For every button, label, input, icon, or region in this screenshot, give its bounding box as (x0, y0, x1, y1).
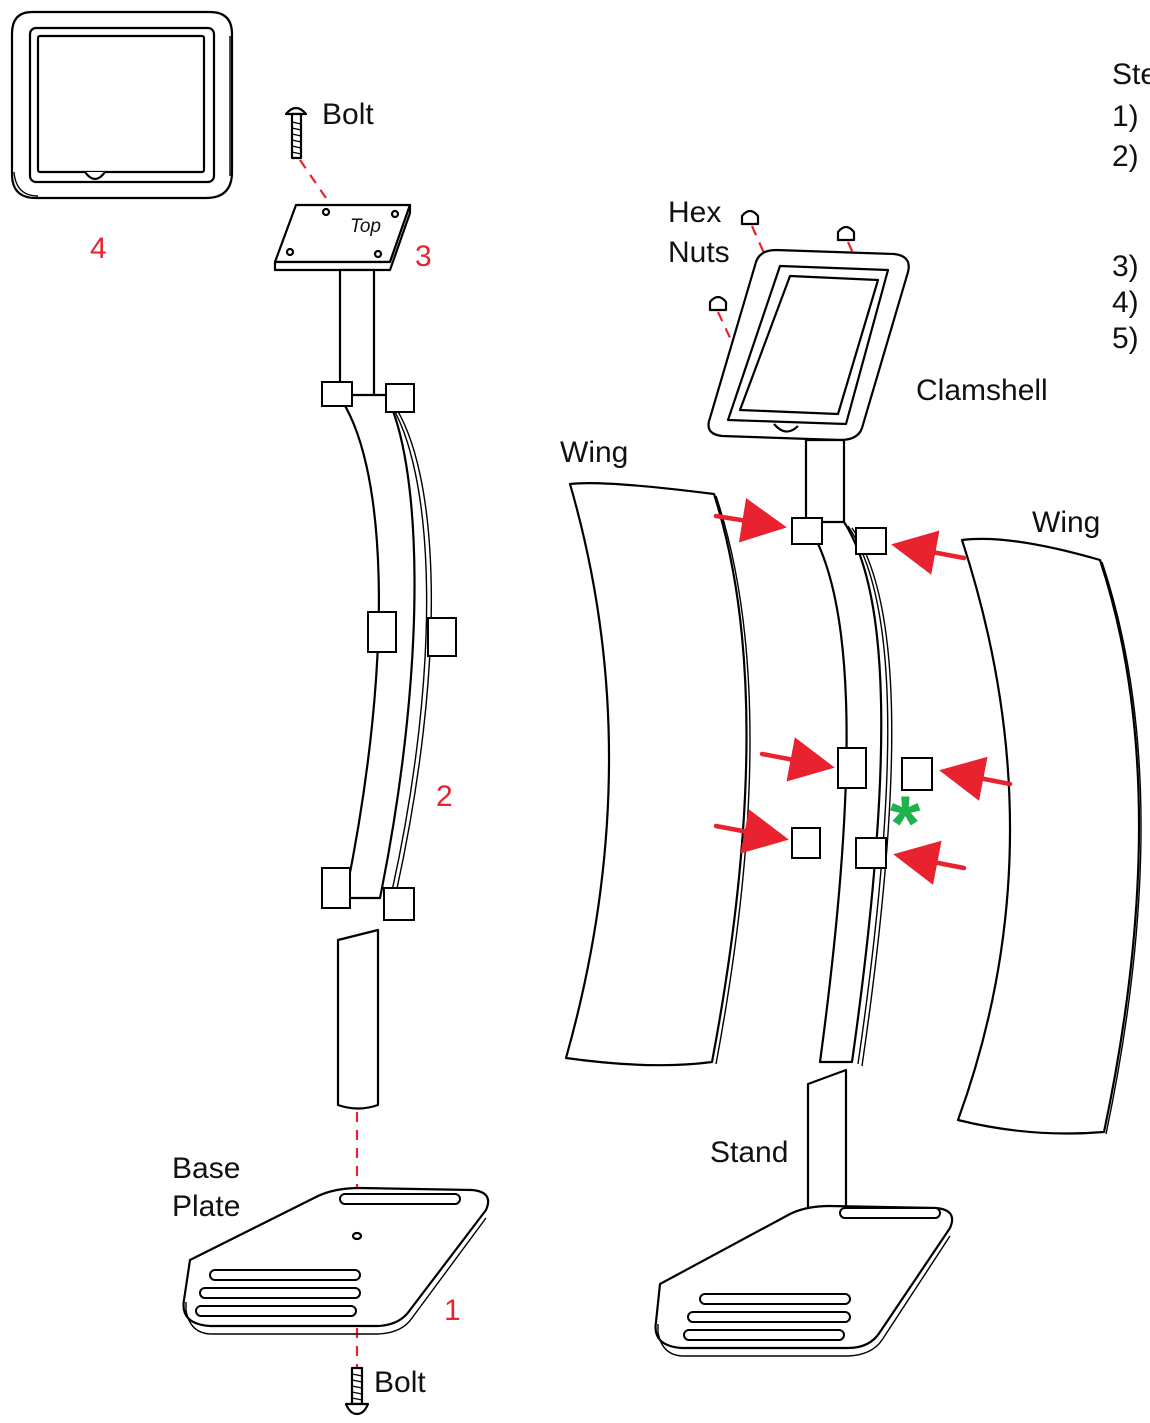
hex-nut-icon (708, 209, 856, 330)
stand-label: Stand (710, 1136, 788, 1169)
bolt-top-icon (284, 106, 308, 160)
base-plate-label-line1: Base (172, 1152, 240, 1185)
arrow-left-icon (891, 530, 967, 575)
step-item: 4) (1112, 286, 1139, 319)
asterisk-icon: * (890, 779, 921, 867)
arrow-right-icon (713, 809, 789, 854)
hex-nuts-label-line1: Hex (668, 196, 721, 229)
top-plate-text: Top (350, 216, 381, 237)
wing-left-label: Wing (560, 436, 628, 469)
stand-base (654, 1204, 954, 1357)
arrow-right-icon (713, 498, 787, 543)
step-item: 2) (1112, 140, 1139, 173)
clamshell-mounted (707, 248, 910, 442)
clamshell-part (10, 10, 234, 200)
bolt-bottom-label: Bolt (374, 1366, 426, 1399)
pole-part (321, 268, 457, 1110)
part-number-2: 2 (436, 780, 453, 813)
step-item: 5) (1112, 322, 1139, 355)
arrow-left-icon (939, 756, 1013, 801)
bolt-top-label: Bolt (322, 98, 374, 131)
part-number-3: 3 (415, 240, 432, 273)
part-number-1: 1 (444, 1294, 461, 1327)
clamshell-label: Clamshell (916, 374, 1048, 407)
base-plate-part (182, 1186, 490, 1335)
steps-header: Ste (1112, 58, 1150, 91)
step-item: 3) (1112, 250, 1139, 283)
base-plate-label-line2: Plate (172, 1190, 240, 1223)
wing-left-part (564, 482, 751, 1067)
wing-right-label: Wing (1032, 506, 1100, 539)
bolt-bottom-icon (344, 1366, 370, 1416)
hex-nuts-label-line2: Nuts (668, 236, 730, 269)
arrow-left-icon (893, 840, 967, 885)
part-number-4: 4 (90, 232, 107, 265)
steps-list: Ste 1) 2) 3) 4) 5) (1112, 58, 1150, 355)
attach-arrows (713, 498, 1013, 885)
wing-right-part (956, 537, 1142, 1135)
top-plate-part (273, 203, 412, 272)
arrow-right-icon (759, 737, 835, 782)
step-item: 1) (1112, 100, 1139, 133)
